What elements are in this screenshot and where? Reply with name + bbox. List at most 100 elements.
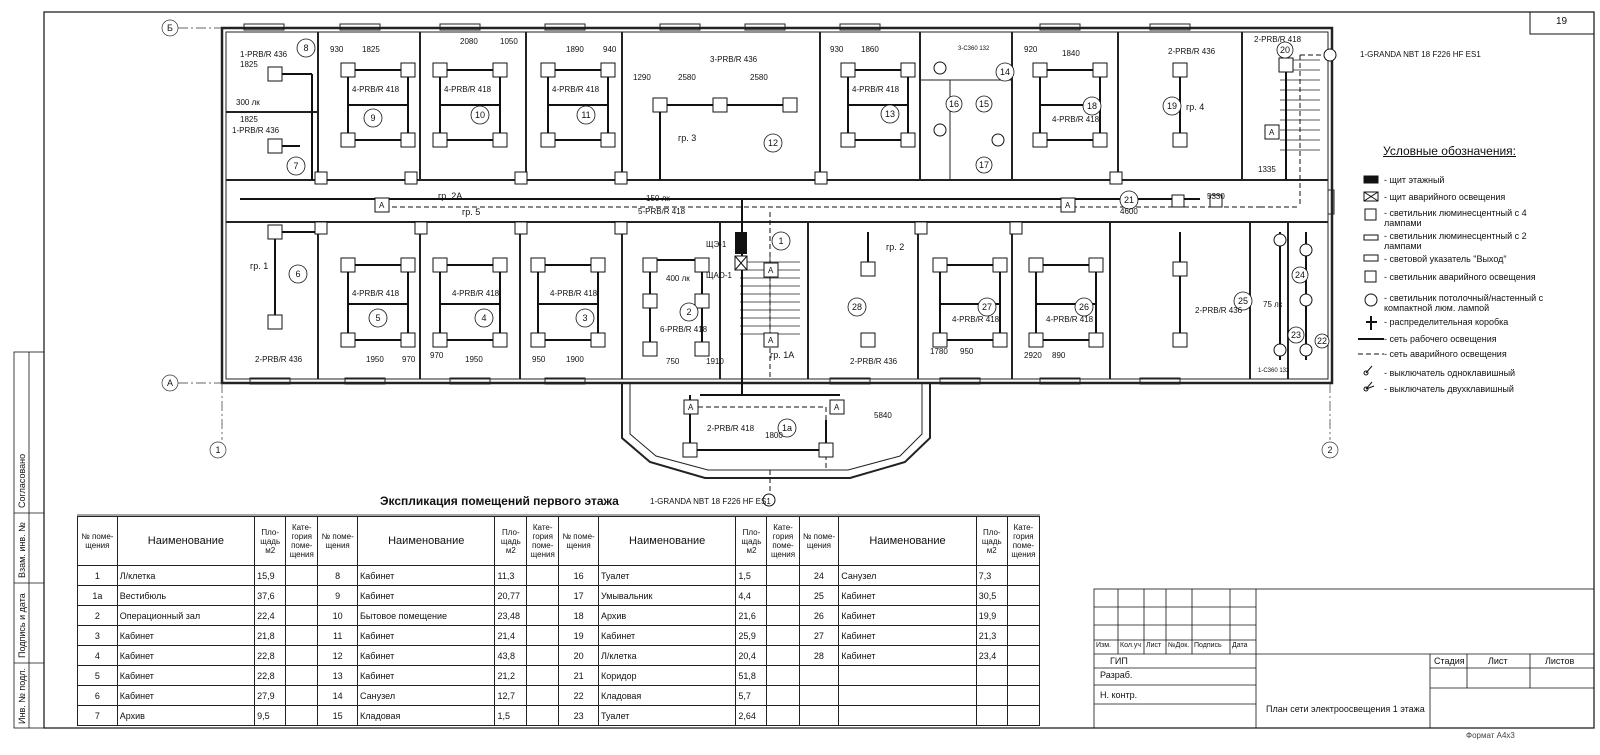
explication-cell-cat	[766, 565, 800, 586]
explication-cell-num: 25	[798, 585, 840, 606]
explication-cell-name: Кабинет	[838, 605, 977, 626]
explication-cell-area: 19,9	[975, 605, 1008, 626]
working-lighting-network	[240, 55, 1307, 451]
fixture-label: 2-PRB/R 418	[1254, 35, 1302, 44]
explication-cell-cat	[1006, 685, 1041, 706]
dimension: 1825	[240, 115, 258, 124]
svg-text:A: A	[768, 266, 774, 275]
dimension: 1900	[566, 355, 584, 364]
lux-label: 400 лк	[666, 274, 690, 283]
explication-cell-name: Умывальник	[597, 585, 737, 606]
fixture-label: 4-PRB/R 418	[552, 85, 600, 94]
svg-text:18: 18	[1087, 101, 1097, 111]
explication-cell-area: 23,48	[494, 605, 528, 626]
explication-cell-area: 20,77	[494, 585, 528, 606]
explication-cell-name: Кабинет	[838, 645, 977, 666]
explication-cell-num: 27	[798, 625, 840, 646]
explication-cell-name: Кабинет	[357, 665, 496, 686]
explication-cell-num: 16	[558, 565, 599, 586]
explication-cell-num: 4	[77, 645, 118, 666]
explication-cell-num	[798, 665, 840, 686]
explication-cell-cat	[526, 565, 560, 586]
fixture-label: 1-GRANDA NBT 18 F226 HF ES1	[650, 497, 771, 506]
explication-cell-cat	[1006, 605, 1041, 626]
group-label: гр. 2А	[438, 191, 462, 201]
explication-cell-name: Архив	[116, 705, 256, 726]
explication-header-cat: Кате- гория поме- щения	[766, 516, 800, 566]
fixture-label: 2-PRB/R 436	[255, 355, 303, 364]
dimension: 930	[330, 45, 344, 54]
explication-header-cat: Кате- гория поме- щения	[285, 516, 319, 566]
explication-cell-cat	[526, 585, 560, 606]
explication-cell-cat	[1006, 645, 1041, 666]
explication-cell-cat	[285, 685, 319, 706]
svg-text:23: 23	[1291, 330, 1301, 340]
svg-text:17: 17	[979, 160, 989, 170]
explication-cell-num: 10	[317, 605, 359, 626]
legend-item: - светильник люминесцентный с 4 лампами	[1384, 208, 1527, 228]
svg-text:28: 28	[852, 302, 862, 312]
explication-cell-num: 11	[317, 625, 359, 646]
explication-cell-num: 3	[77, 625, 118, 646]
fixture-label: 2-PRB/R 418	[707, 424, 755, 433]
compact-lamp-fixtures	[762, 48, 1337, 507]
explication-cell-num: 1	[77, 565, 118, 586]
explication-cell-area: 4,4	[735, 585, 768, 606]
fixture-label: 4-PRB/R 418	[952, 315, 1000, 324]
group-label: гр. 4	[1186, 102, 1204, 112]
svg-text:8: 8	[303, 43, 308, 53]
explication-cell-cat	[285, 625, 319, 646]
explication-cell-num: 14	[317, 685, 359, 706]
explication-cell-name: Вестибюль	[116, 585, 256, 606]
explication-header-num: № поме- щения	[317, 516, 359, 566]
axis-b-label: Б	[167, 23, 173, 33]
explication-cell-num: 2	[77, 605, 118, 626]
fixture-label: 1-PRB/R 436	[240, 50, 288, 59]
group-label: гр. 1	[250, 261, 268, 271]
stamp-col: Дата	[1232, 642, 1248, 649]
lux-label: 150 лк	[646, 194, 670, 203]
explication-cell-name: Туалет	[597, 565, 737, 586]
svg-text:1: 1	[778, 236, 783, 246]
dimension: 1950	[366, 355, 384, 364]
explication-table: № поме- щения Наименование Пло- щадь м2 Кат…	[77, 516, 1041, 726]
explication-header-area: Пло- щадь м2	[975, 516, 1008, 566]
explication-cell-num: 1а	[77, 585, 118, 606]
explication-cell-cat	[285, 645, 319, 666]
dimension: 930	[830, 45, 844, 54]
svg-text:3: 3	[582, 313, 587, 323]
explication-cell-area: 21,4	[494, 625, 528, 646]
explication-cell-name: Кабинет	[838, 585, 977, 606]
svg-text:A: A	[1269, 128, 1275, 137]
explication-header-name: Наименование	[116, 516, 256, 566]
fixture-label: 1-PRB/R 436	[232, 126, 280, 135]
explication-cell-name	[838, 705, 977, 726]
side-stamp	[13, 351, 45, 729]
explication-cell-cat	[766, 685, 800, 706]
stamp-col: Изм.	[1096, 642, 1111, 649]
svg-text:6: 6	[295, 269, 300, 279]
room-numbers	[286, 38, 1330, 438]
explication-cell-cat	[766, 705, 800, 726]
explication-cell-cat	[766, 605, 800, 626]
dimension: 1910	[706, 357, 724, 366]
explication-cell-area: 25,9	[735, 625, 768, 646]
dimension: 1050	[500, 37, 518, 46]
explication-cell-cat	[526, 705, 560, 726]
explication-cell-cat	[766, 665, 800, 686]
legend-item: - сеть аварийного освещения	[1384, 349, 1507, 359]
plan-annotations: 1-PRB/R 436 1-PRB/R 436 4-PRB/R 418 4-PR…	[232, 35, 1481, 506]
dimension: 1840	[1062, 49, 1080, 58]
emergency-lighting-network	[384, 54, 1330, 500]
explication-cell-area: 43,8	[494, 645, 528, 666]
svg-text:A: A	[688, 403, 694, 412]
svg-text:10: 10	[475, 110, 485, 120]
explication-cell-num: 9	[317, 585, 359, 606]
explication-cell-name: Операционный зал	[116, 605, 256, 626]
svg-text:24: 24	[1295, 270, 1305, 280]
fixture-label: 3-PRB/R 436	[710, 55, 758, 64]
